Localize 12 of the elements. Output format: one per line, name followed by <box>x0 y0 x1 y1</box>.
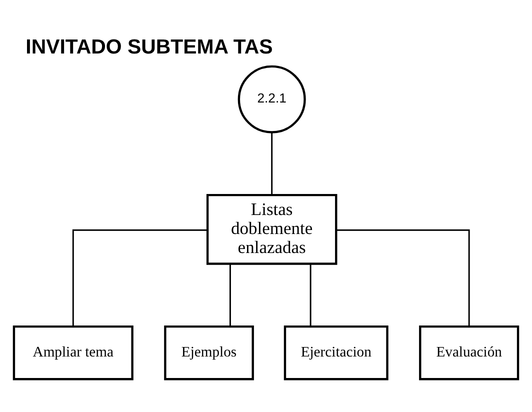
connector <box>229 264 231 326</box>
node-box: Ejemplos <box>164 325 254 380</box>
diagram-title: INVITADO SUBTEMA TAS <box>26 36 273 59</box>
connector <box>336 229 470 326</box>
connector <box>72 229 208 326</box>
connector <box>271 132 273 195</box>
node-circle: 2.2.1 <box>238 65 306 134</box>
node-box: Ejercitacion <box>284 325 388 380</box>
node-box: Ampliar tema <box>12 325 134 380</box>
connector <box>310 264 312 326</box>
node-box: Evaluación <box>419 325 520 380</box>
node-box: Listas doblemente enlazadas <box>206 194 338 265</box>
